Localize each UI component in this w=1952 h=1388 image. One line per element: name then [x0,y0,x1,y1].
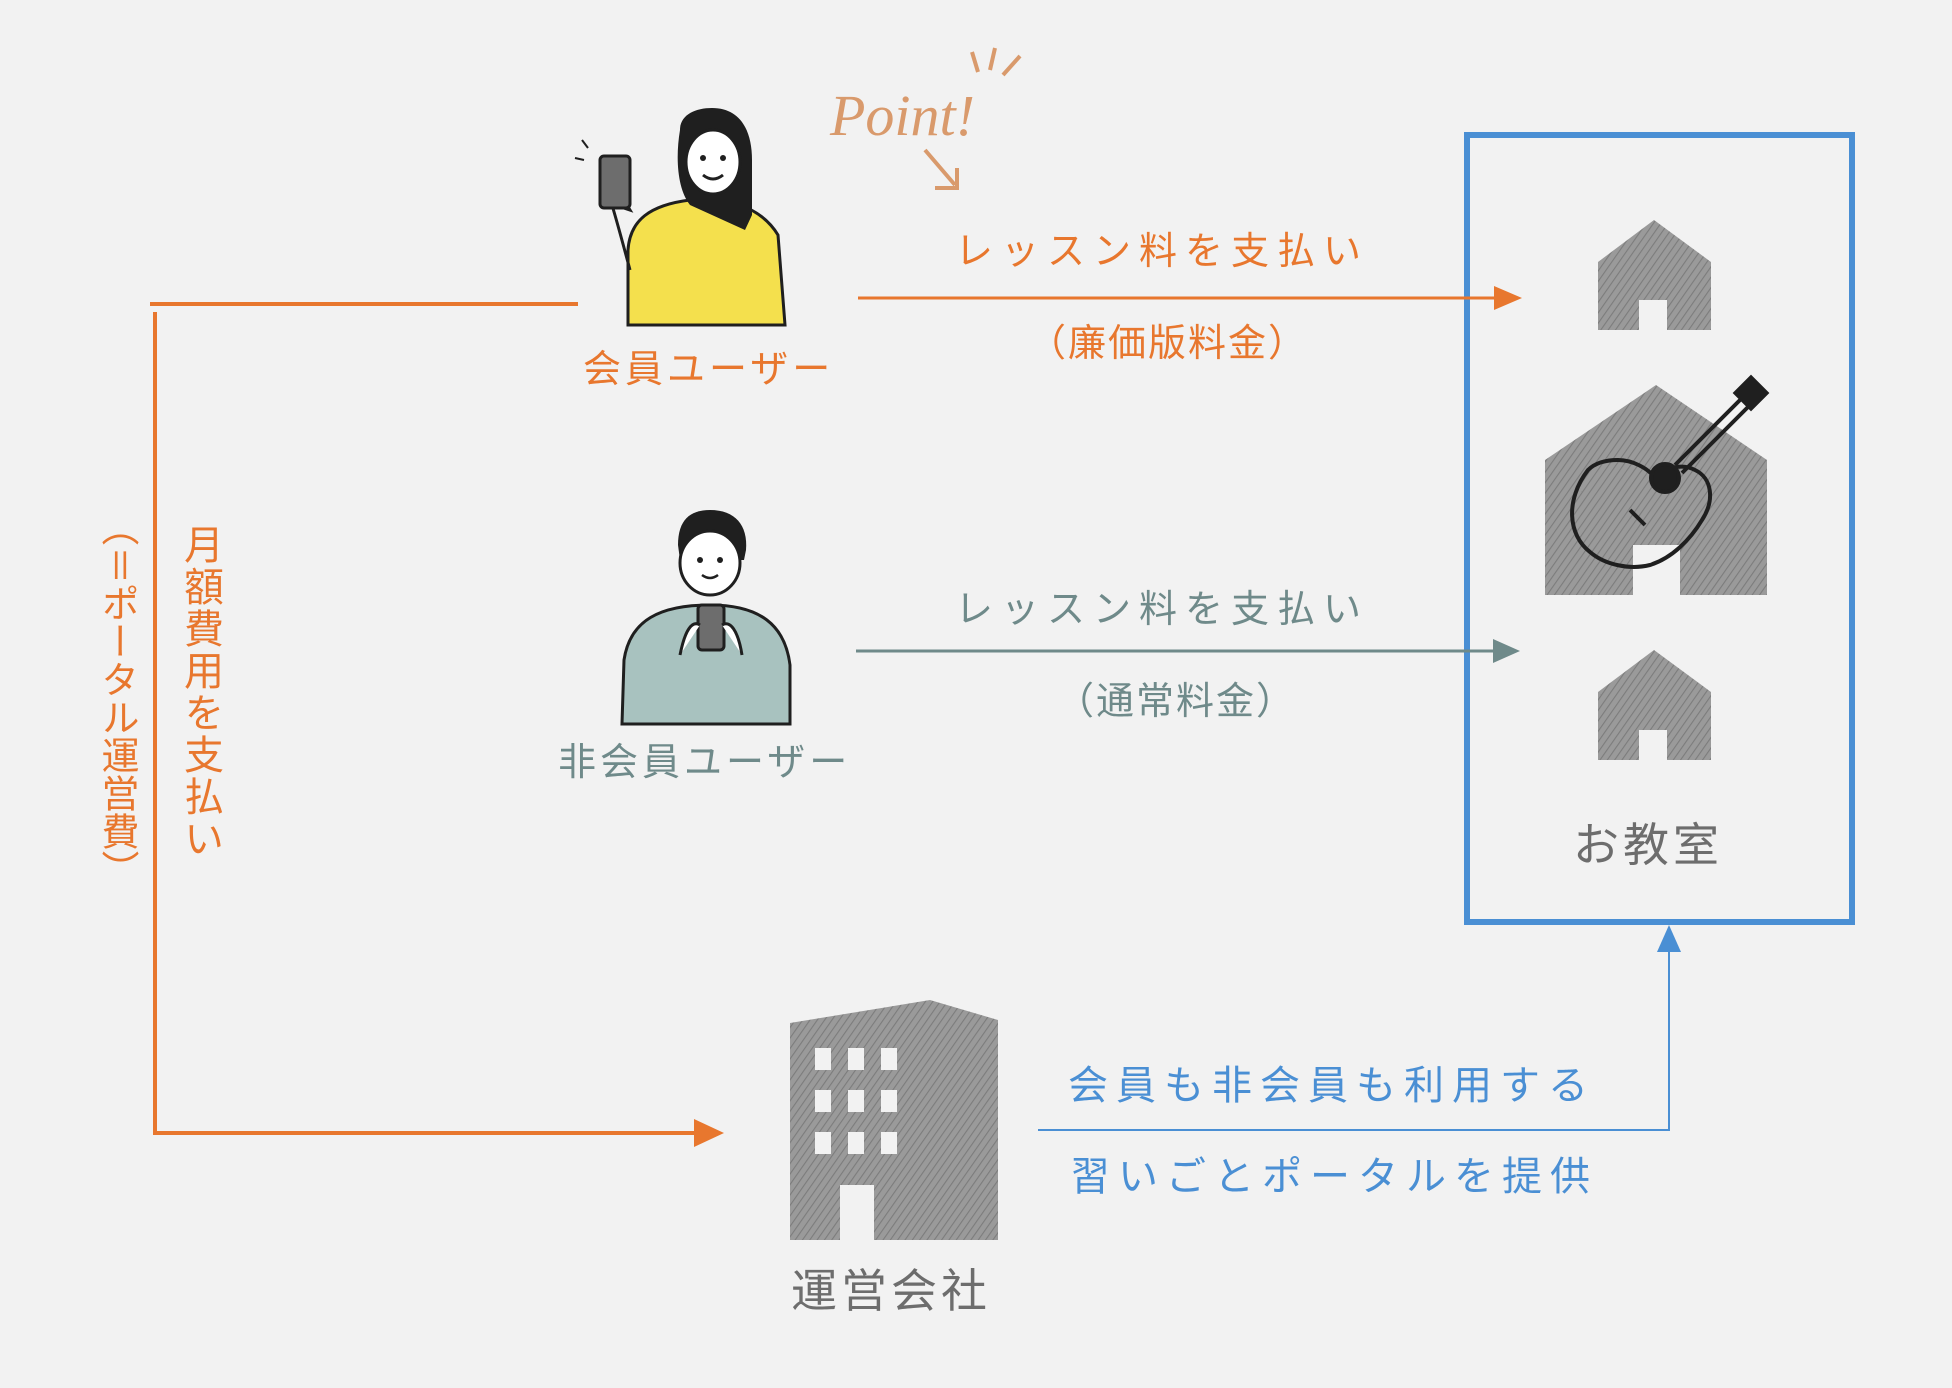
nonmember-arrow-bottom-label: （通常料金） [1056,679,1297,723]
member-arrow-top-label: レッスン料を支払い [955,229,1370,273]
monthly-fee-flow [150,302,724,1147]
classroom-frame [1464,132,1855,925]
nonmember-payment-arrow [856,639,1520,663]
company-arrow-bottom-label: 習いごとポータルを提供 [1070,1154,1598,1200]
nonmember-arrow-top-label: レッスン料を支払い [955,587,1370,631]
company-arrow-top-label: 会員も非会員も利用する [1068,1063,1596,1109]
classroom-label: お教室 [1573,818,1723,872]
member-payment-arrow [858,286,1522,310]
portal-fee-note: （＝ポータル運営費） [95,508,139,888]
small-house-icon [1598,220,1711,330]
portal-service-arrow [1038,925,1681,1131]
company-label: 運営会社 [791,1264,991,1318]
svg-text:Point!: Point! [829,83,975,148]
member-label: 会員ユーザー [583,347,835,391]
point-annotation: Point! [829,47,1022,190]
man-with-phone-icon [620,510,792,726]
monthly-fee-label: 月額費用を支払い [177,524,223,860]
woman-with-phone-icon [574,108,787,327]
office-building-icon [790,1000,998,1240]
nonmember-label: 非会員ユーザー [558,740,852,784]
small-house-icon [1598,650,1711,760]
house-with-guitar-icon [1545,374,1770,595]
member-arrow-bottom-label: （廉価版料金） [1028,321,1309,365]
